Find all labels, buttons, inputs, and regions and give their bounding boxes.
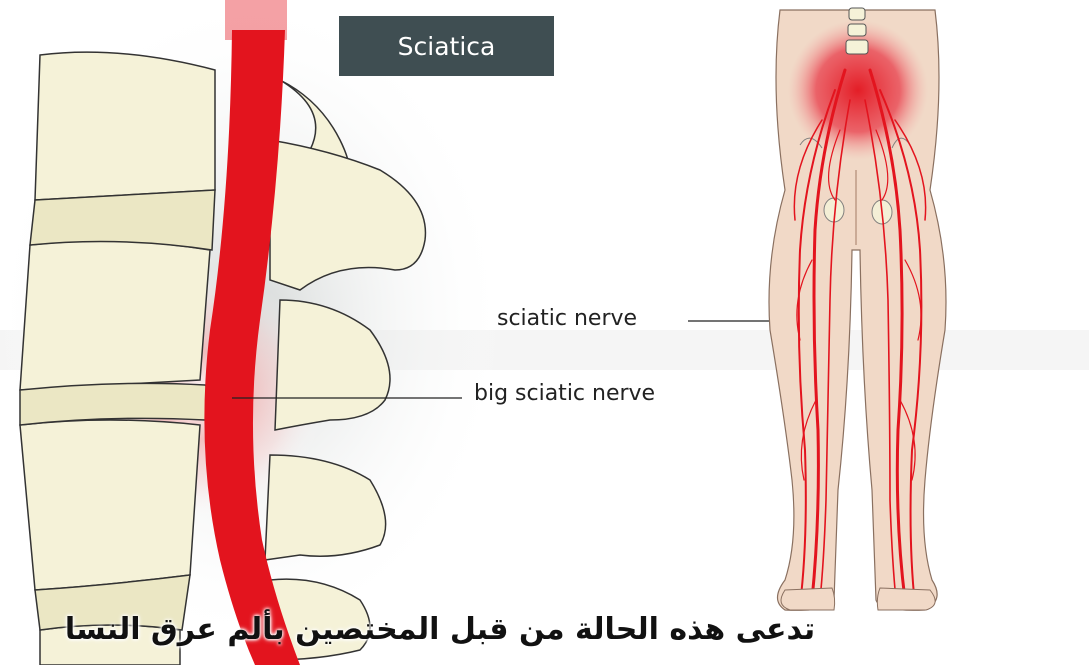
disc-1	[30, 190, 215, 250]
left-foot	[781, 588, 835, 610]
vertebra-2	[20, 241, 210, 390]
lumbar-vertebrae-icon	[846, 8, 868, 54]
sciatic-nerve-label: sciatic nerve	[497, 306, 637, 331]
vertebrae	[20, 52, 215, 665]
right-foot	[877, 588, 935, 610]
vertebra-3	[20, 420, 200, 590]
big-sciatic-nerve-label: big sciatic nerve	[474, 381, 655, 406]
vertebra-1	[35, 52, 215, 200]
herniated-disc	[20, 383, 214, 425]
title-text: Sciatica	[398, 32, 496, 61]
title-banner: Sciatica	[339, 16, 554, 76]
arabic-caption: تدعى هذه الحالة من قبل المختصين بألم عرق…	[60, 612, 820, 662]
